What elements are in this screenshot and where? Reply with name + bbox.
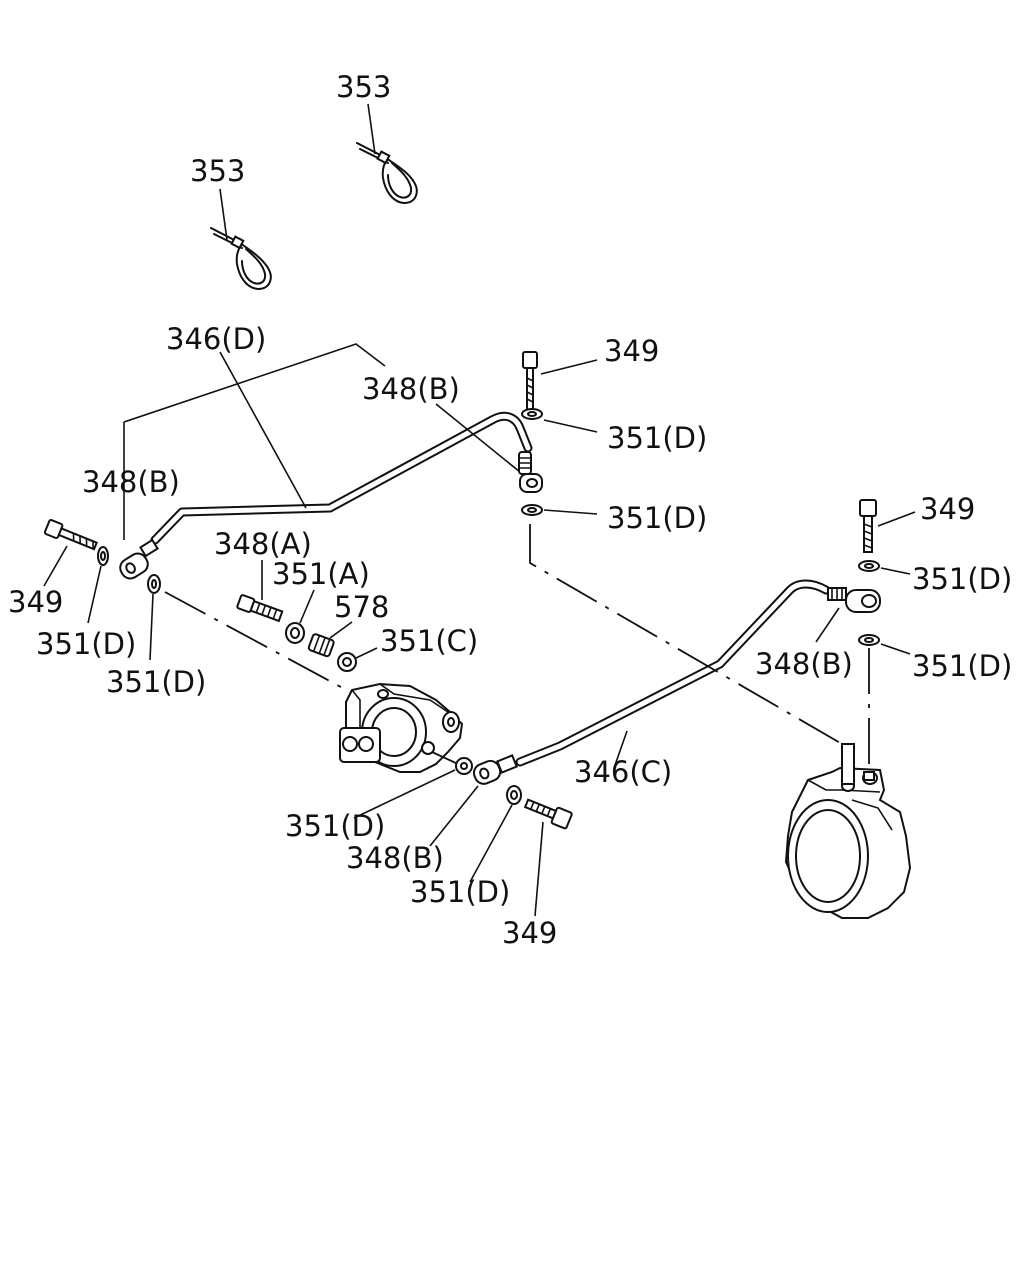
- callout-351d-left1: 351(D): [36, 627, 136, 661]
- callout-353-mid: 353: [190, 154, 245, 188]
- leader-348b-upper: [435, 403, 521, 473]
- bracket-346d: [123, 343, 386, 423]
- hose-clamp-top: [356, 103, 418, 204]
- callout-578: 578: [334, 590, 389, 624]
- callout-351a: 351(A): [272, 557, 370, 591]
- hose-clamp-mid: [210, 188, 272, 290]
- right-banjo-assembly: [815, 499, 916, 770]
- callout-349-right: 349: [920, 492, 975, 526]
- pipe-346-d: [150, 411, 533, 545]
- callout-346c: 346(C): [574, 755, 672, 789]
- callout-348b-left: 348(B): [82, 465, 180, 499]
- callout-348b-right: 348(B): [755, 647, 853, 681]
- callout-351d-bottom2: 351(D): [410, 875, 510, 909]
- right-unit: [784, 743, 912, 919]
- pipe-346-c: [515, 579, 831, 767]
- callout-349-left: 349: [8, 585, 63, 619]
- callout-349-bottom: 349: [502, 916, 557, 950]
- left-banjo-assembly: [43, 519, 351, 693]
- lower-banjo-assembly: [353, 730, 628, 917]
- callout-351d-top1: 351(D): [607, 421, 707, 455]
- callout-351d-right1: 351(D): [912, 562, 1012, 596]
- callout-351d-top2: 351(D): [607, 501, 707, 535]
- callout-348a: 348(A): [214, 527, 312, 561]
- upper-banjo-assembly: [518, 351, 849, 781]
- callout-351d-right2: 351(D): [912, 649, 1012, 683]
- callout-353-top: 353: [336, 70, 391, 104]
- pump-assembly: [236, 560, 464, 773]
- callout-348b-upper: 348(B): [362, 372, 460, 406]
- leader-346d: [219, 351, 307, 509]
- callout-346d: 346(D): [166, 322, 266, 356]
- callout-351c: 351(C): [380, 624, 478, 658]
- callout-348b-bottom: 348(B): [346, 841, 444, 875]
- callout-351d-bottom1: 351(D): [285, 809, 385, 843]
- callout-351d-left2: 351(D): [106, 665, 206, 699]
- callout-349-top: 349: [604, 334, 659, 368]
